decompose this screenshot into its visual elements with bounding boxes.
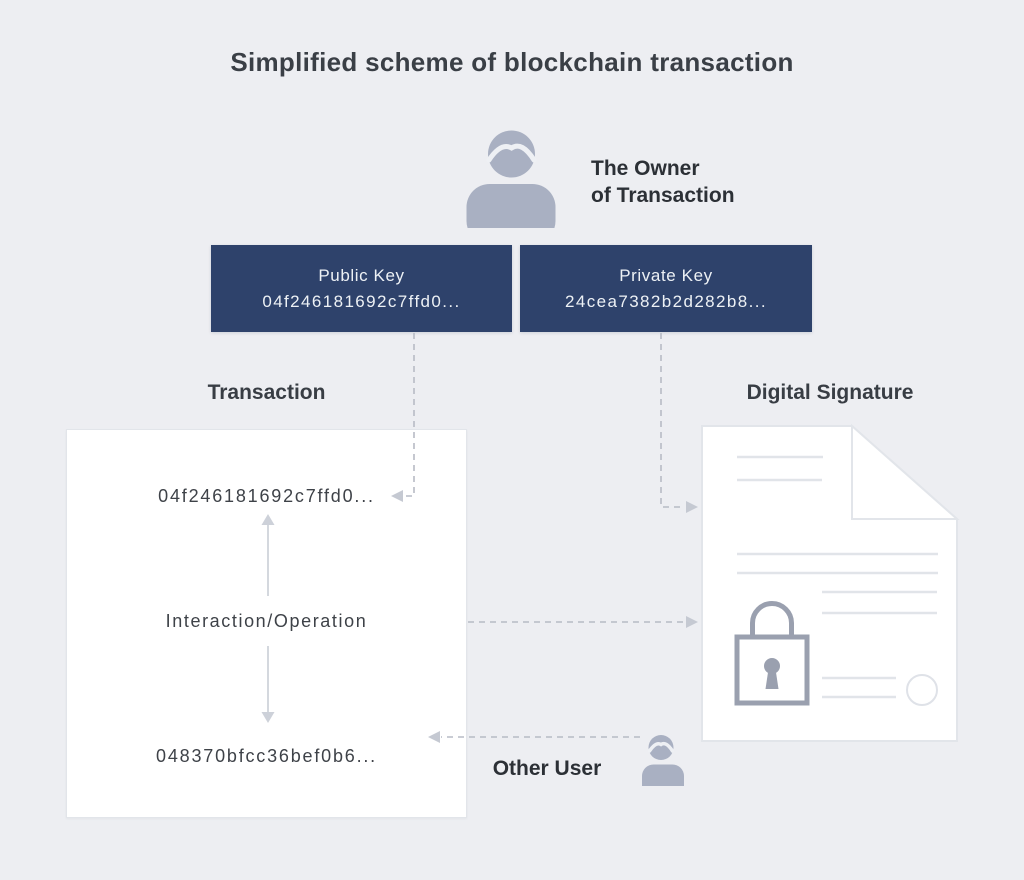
person-body bbox=[466, 184, 556, 228]
owner-label: The Owner of Transaction bbox=[591, 157, 735, 207]
person-head bbox=[648, 735, 674, 760]
person-head bbox=[488, 130, 535, 178]
public-key-title: Public Key bbox=[318, 265, 405, 285]
arrowhead-right bbox=[686, 616, 698, 628]
person-body bbox=[642, 764, 684, 786]
document-fold-corner bbox=[851, 423, 960, 520]
document-text-lines bbox=[737, 455, 938, 699]
public-key-box: Public Key 04f246181692c7ffd0... bbox=[211, 245, 512, 332]
person-hair-line bbox=[486, 143, 537, 163]
transaction-public-key-value: 04f246181692c7ffd0... bbox=[158, 486, 375, 506]
other-user-label: Other User bbox=[492, 757, 602, 780]
person-hair-line bbox=[647, 741, 675, 753]
padlock-icon bbox=[734, 601, 810, 706]
private-key-value: 24cea7382b2d282b8... bbox=[565, 291, 767, 311]
keyhole bbox=[765, 669, 779, 689]
private-key-title: Private Key bbox=[619, 265, 713, 285]
interaction-operation-label: Interaction/Operation bbox=[165, 611, 368, 631]
owner-person-icon bbox=[466, 130, 556, 228]
private-key-box: Private Key 24cea7382b2d282b8... bbox=[520, 245, 812, 332]
digital-signature-label: Digital Signature bbox=[746, 381, 914, 404]
arrowhead-right bbox=[686, 501, 698, 513]
public-key-value: 04f246181692c7ffd0... bbox=[262, 291, 461, 311]
private-key-to-signature-connector bbox=[660, 333, 685, 508]
other-user-person-icon bbox=[642, 735, 684, 786]
document-icon bbox=[701, 423, 960, 742]
transaction-section-label: Transaction bbox=[207, 381, 326, 404]
stamp-circle-icon bbox=[906, 674, 938, 706]
diagram-title: Simplified scheme of blockchain transact… bbox=[230, 47, 794, 77]
transaction-other-key-value: 048370bfcc36bef0b6... bbox=[156, 746, 377, 766]
